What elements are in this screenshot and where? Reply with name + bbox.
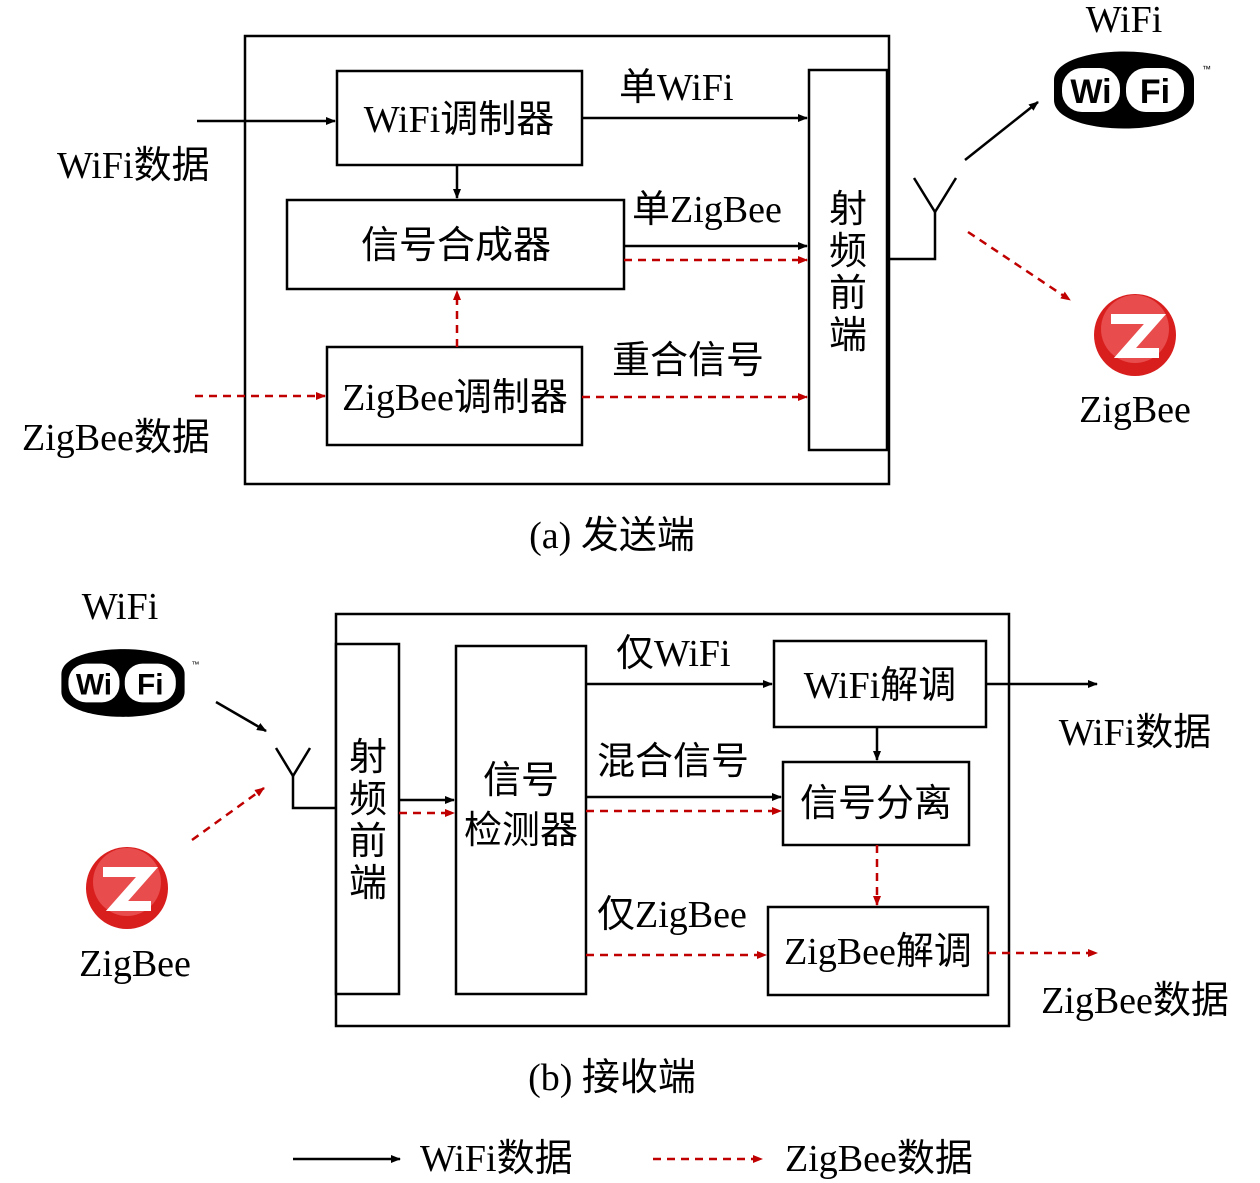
rx-rf-frontend-box (334, 642, 401, 996)
tx-to-wifi-arrow (964, 101, 1039, 161)
rx-only-zigbee-label: 仅ZigBee (597, 894, 747, 936)
svg-text:Wi: Wi (1070, 73, 1111, 111)
rx-wifi-logo-icon: Wi Fi ™ (61, 649, 200, 717)
rx-zigbee-in-arrow (191, 786, 265, 842)
rx-wifi-output-label: WiFi数据 (1059, 712, 1212, 754)
legend: WiFi数据 ZigBee数据 (293, 1138, 973, 1180)
tx-wifi-logo-icon: Wi Fi ™ (1054, 51, 1211, 129)
wifi-demod-label: WiFi解调 (804, 665, 957, 707)
rx-zigbee-logo-icon (86, 847, 168, 929)
tx-wifi-logo-caption: WiFi (1086, 0, 1163, 41)
wifi-modulator-label: WiFi调制器 (364, 99, 555, 141)
signal-detector-line1: 信号 (483, 760, 559, 802)
rx-wifi-logo-caption: WiFi (82, 586, 159, 628)
tx-single-wifi-label: 单WiFi (619, 67, 734, 109)
legend-zigbee-label: ZigBee数据 (785, 1138, 973, 1180)
signal-detector-line2: 检测器 (464, 810, 578, 852)
tx-zigbee-logo-icon (1094, 294, 1176, 376)
tx-antenna-icon (887, 177, 958, 261)
svg-text:Fi: Fi (137, 668, 164, 701)
tx-wifi-input-label: WiFi数据 (57, 145, 210, 187)
tx-rf-frontend-char-2: 频 (829, 231, 867, 273)
wifi-modulator-box (335, 69, 584, 167)
rx-rf-frontend-char-4: 端 (349, 863, 387, 905)
legend-wifi-label: WiFi数据 (420, 1138, 573, 1180)
svg-text:™: ™ (1202, 64, 1211, 74)
zigbee-demod-label: ZigBee解调 (784, 931, 972, 973)
tx-rf-frontend-char-1: 射 (829, 189, 867, 231)
rx-wifi-in-arrow (215, 700, 267, 733)
transmitter-caption: (a) 发送端 (529, 515, 695, 557)
svg-text:Fi: Fi (1140, 73, 1170, 111)
zigbee-demod-box (766, 905, 990, 997)
signal-detector-box (454, 644, 588, 996)
tx-rf-frontend-box (807, 68, 889, 452)
rx-antenna-icon (274, 747, 336, 810)
svg-text:™: ™ (192, 660, 200, 669)
rx-zigbee-output-label: ZigBee数据 (1041, 980, 1229, 1022)
tx-rf-frontend-char-3: 前 (829, 273, 867, 315)
signal-combiner-box (285, 198, 626, 291)
zigbee-modulator-label: ZigBee调制器 (342, 377, 568, 419)
tx-to-zigbee-arrow (967, 230, 1071, 302)
receiver-caption: (b) 接收端 (528, 1057, 696, 1099)
rx-only-wifi-label: 仅WiFi (616, 633, 731, 675)
wifi-demod-box (772, 639, 988, 729)
rx-rf-frontend-char-1: 射 (349, 737, 387, 779)
receiver-section: 射 频 前 端 信号 检测器 WiFi解调 信号分离 ZigBee解调 仅WiF… (61, 586, 1229, 1099)
rx-mixed-label: 混合信号 (597, 741, 749, 783)
transmitter-section: WiFi调制器 信号合成器 ZigBee调制器 射 频 前 端 WiFi数据 Z… (22, 0, 1211, 557)
signal-separation-box (781, 760, 971, 847)
tx-rf-frontend-char-4: 端 (829, 315, 867, 357)
tx-zigbee-input-label: ZigBee数据 (22, 417, 210, 459)
rx-rf-frontend-char-3: 前 (349, 821, 387, 863)
rx-rf-frontend-char-2: 频 (349, 779, 387, 821)
rx-zigbee-logo-caption: ZigBee (79, 943, 191, 985)
tx-zigbee-logo-caption: ZigBee (1079, 389, 1191, 431)
signal-separation-label: 信号分离 (800, 783, 952, 825)
tx-single-zigbee-label: 单ZigBee (632, 189, 782, 231)
tx-overlap-label: 重合信号 (612, 340, 764, 382)
signal-combiner-label: 信号合成器 (361, 225, 551, 267)
svg-text:Wi: Wi (76, 668, 112, 701)
